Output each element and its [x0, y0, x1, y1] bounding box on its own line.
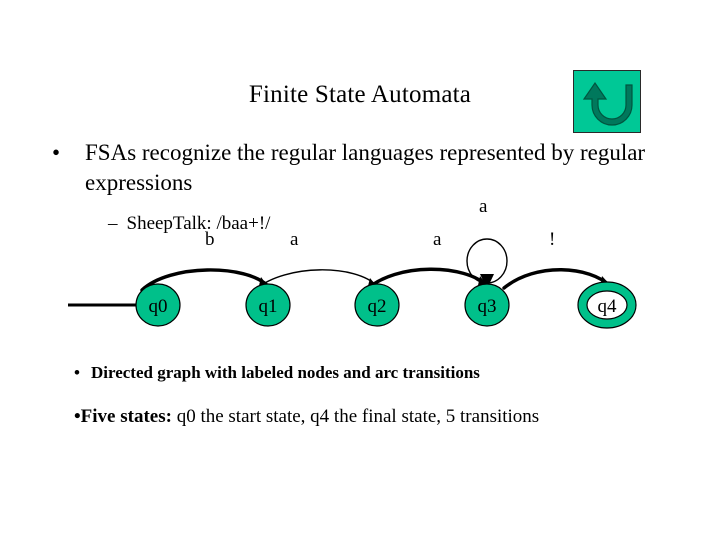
sub-bullet-item-sheeptalk: –SheepTalk: /baa+!/ — [108, 212, 270, 236]
state-node-q3-label: q3 — [478, 296, 497, 317]
bullet-item-five-states: •Five states: q0 the start state, q4 the… — [74, 403, 634, 430]
transition-q3-self — [466, 238, 508, 289]
bullet-item-fsas: • FSAs recognize the regular languages r… — [52, 138, 672, 198]
five-states-label: Five states: — [80, 406, 172, 427]
state-node-q3[interactable]: q3 — [464, 283, 510, 327]
state-node-q2[interactable]: q2 — [354, 283, 400, 327]
state-node-q4-label: q4 — [598, 296, 618, 317]
bullet-marker: • — [52, 140, 61, 165]
bullet-marker: • — [74, 406, 81, 427]
state-node-q2-label: q2 — [368, 296, 387, 317]
transition-label-a-selfloop: a — [479, 196, 488, 217]
state-node-q0-label: q0 — [149, 296, 168, 317]
transition-label-a-q1q2: a — [290, 229, 299, 250]
state-node-q0[interactable]: q0 — [135, 283, 181, 327]
fsa-state-diagram: q0 q1 q2 q3 q4 b a a a — [0, 190, 720, 350]
sub-bullet-item-sheeptalk-label: SheepTalk: /baa+!/ — [126, 213, 271, 234]
bullet-item-five-states-rest: q0 the start state, q4 the final state, … — [171, 406, 540, 427]
bullet-item-fsas-label: FSAs recognize the regular languages rep… — [85, 140, 646, 195]
page-title: Finite State Automata — [248, 81, 472, 108]
state-node-q1-label: q1 — [259, 296, 278, 317]
bullet-item-directed-graph: • Directed graph with labeled nodes and a… — [74, 362, 674, 384]
transition-label-a-q2q3: a — [433, 229, 442, 250]
transition-label-bang: ! — [549, 229, 555, 250]
bullet-item-directed-graph-label: Directed graph with labeled nodes and ar… — [90, 363, 480, 382]
bullet-item-five-states-lead: •Five states: — [74, 406, 172, 427]
state-node-q1[interactable]: q1 — [245, 283, 291, 327]
transition-label-b: b — [205, 229, 215, 250]
state-node-q4[interactable]: q4 — [577, 281, 637, 329]
bullet-marker: • — [74, 363, 80, 382]
dash-marker: – — [108, 213, 118, 234]
u-turn-arrow-icon[interactable] — [573, 70, 641, 133]
